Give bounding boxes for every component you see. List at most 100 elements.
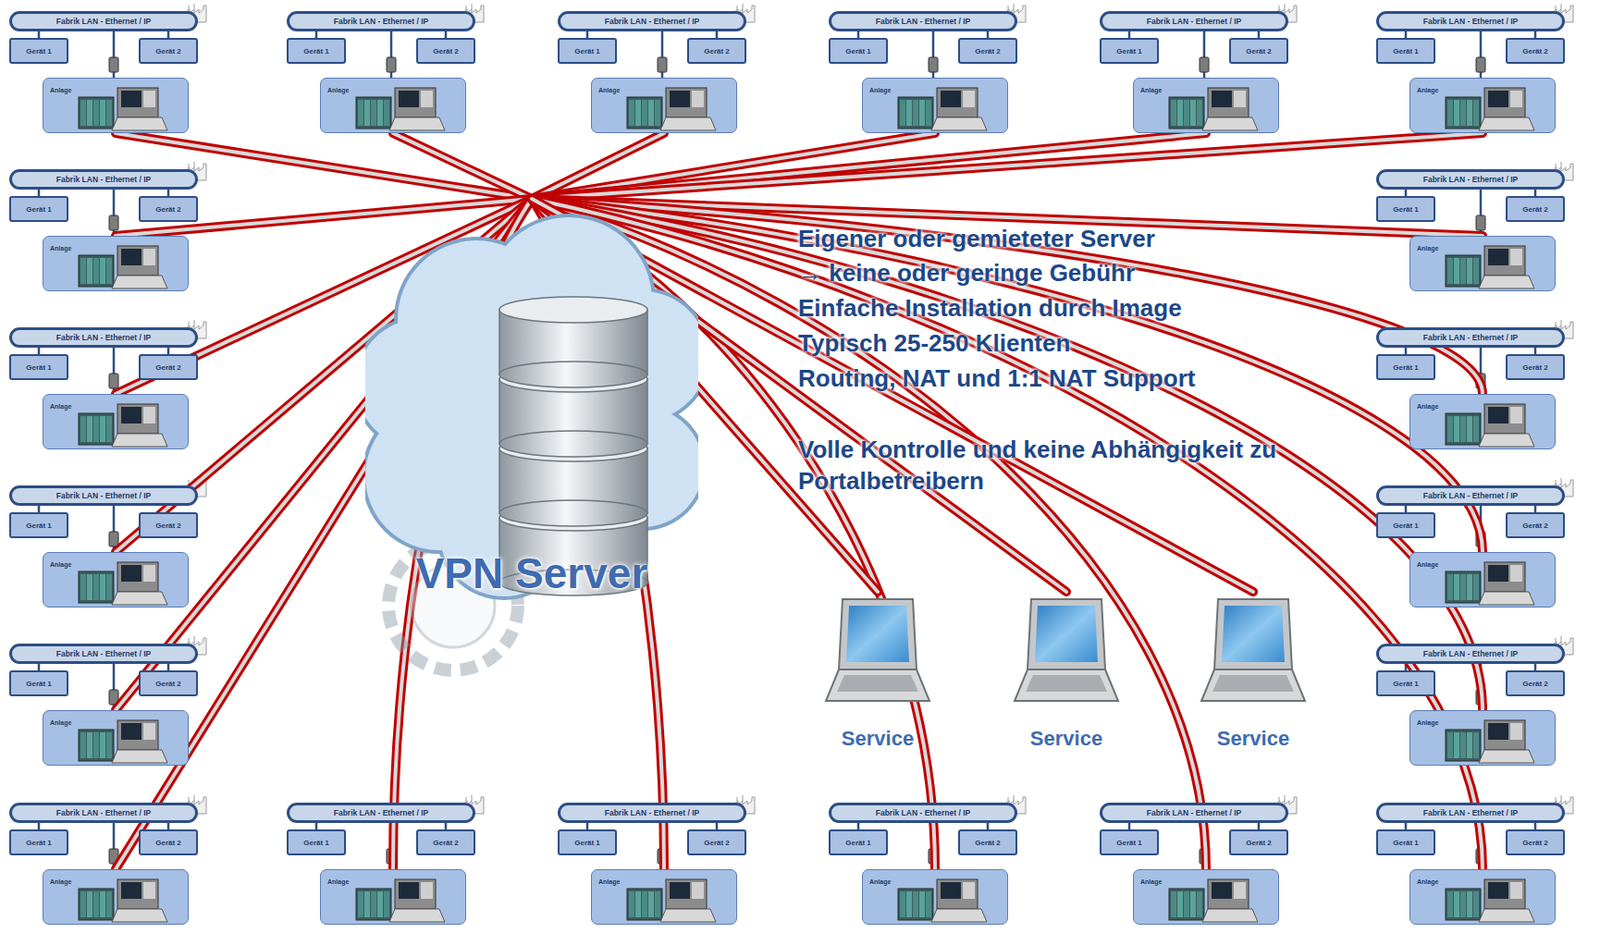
shape bbox=[899, 891, 906, 918]
lan-bar: Fabrik LAN - Ethernet / IP bbox=[557, 11, 747, 32]
shape bbox=[1207, 87, 1249, 118]
feature-note: Einfache Installation durch Image bbox=[798, 293, 1182, 325]
device-box: Gerät 2 bbox=[1505, 37, 1565, 64]
shape bbox=[912, 99, 919, 126]
stroke bbox=[1014, 669, 1119, 702]
device-label: Gerät 2 bbox=[1245, 838, 1272, 848]
device-label: Gerät 1 bbox=[1392, 363, 1419, 372]
device-box: Gerät 1 bbox=[1376, 670, 1436, 697]
stroke bbox=[931, 117, 987, 131]
plc-icon bbox=[1445, 255, 1481, 287]
feature-note: Routing, NAT und 1:1 NAT Support bbox=[798, 363, 1195, 395]
device-box: Gerät 1 bbox=[557, 829, 617, 856]
device-wire bbox=[587, 823, 717, 830]
stroke bbox=[1221, 605, 1285, 663]
shape bbox=[1484, 562, 1526, 592]
shape bbox=[635, 99, 641, 126]
device-label: Gerät 1 bbox=[303, 47, 330, 56]
plant-box: Anlage bbox=[1132, 869, 1280, 925]
router-symbol bbox=[109, 57, 119, 73]
shape bbox=[962, 90, 975, 108]
lan-label: Fabrik LAN - Ethernet / IP bbox=[56, 174, 152, 185]
shape bbox=[1447, 574, 1453, 601]
shape bbox=[143, 248, 156, 266]
shape bbox=[1488, 882, 1509, 899]
plc-icon bbox=[1445, 97, 1481, 129]
shape bbox=[143, 406, 156, 424]
plant-box: Anlage bbox=[1132, 77, 1280, 134]
service-laptop: Service bbox=[822, 591, 934, 759]
shape bbox=[1460, 99, 1466, 126]
device-label: Gerät 1 bbox=[25, 47, 52, 56]
shape bbox=[1453, 574, 1460, 601]
shape bbox=[78, 571, 114, 604]
device-box: Gerät 2 bbox=[138, 829, 198, 856]
lan-label: Fabrik LAN - Ethernet / IP bbox=[56, 332, 152, 343]
lan-bar: Fabrik LAN - Ethernet / IP bbox=[557, 802, 747, 824]
vpn-tunnel bbox=[393, 133, 532, 199]
shape bbox=[628, 891, 635, 918]
device-label: Gerät 1 bbox=[1392, 521, 1419, 530]
shape bbox=[1453, 732, 1460, 759]
plant-box: Anlage bbox=[861, 77, 1009, 134]
plant-box: Anlage bbox=[1409, 710, 1556, 766]
tunnel-core bbox=[531, 133, 1483, 199]
shape bbox=[121, 565, 142, 582]
device-label: Gerät 1 bbox=[574, 838, 601, 848]
shape bbox=[1183, 99, 1190, 126]
shape bbox=[117, 404, 159, 434]
shape bbox=[78, 255, 114, 287]
vpn-tunnel bbox=[531, 133, 1483, 199]
vpn-tunnel bbox=[531, 198, 1483, 711]
device-label: Gerät 1 bbox=[25, 838, 52, 848]
lan-bar: Fabrik LAN - Ethernet / IP bbox=[9, 327, 198, 348]
shape bbox=[898, 888, 934, 921]
stroke bbox=[1214, 599, 1293, 670]
plant-label: Anlage bbox=[1416, 245, 1439, 252]
shape bbox=[121, 882, 142, 899]
lan-label: Fabrik LAN - Ethernet / IP bbox=[1423, 808, 1519, 818]
plant-label: Anlage bbox=[49, 86, 72, 94]
shape bbox=[1177, 99, 1183, 126]
feature-note: Typisch 25-250 Klienten bbox=[798, 328, 1071, 360]
lan-label: Fabrik LAN - Ethernet / IP bbox=[56, 16, 152, 26]
device-box: Gerät 2 bbox=[1505, 196, 1565, 222]
shape bbox=[936, 87, 978, 118]
lan-bar: Fabrik LAN - Ethernet / IP bbox=[286, 802, 476, 824]
device-wire bbox=[38, 189, 169, 197]
device-wire bbox=[858, 823, 988, 830]
shape bbox=[121, 406, 142, 424]
device-label: Gerät 2 bbox=[1245, 47, 1272, 56]
shape bbox=[899, 99, 906, 126]
shape bbox=[1510, 90, 1523, 108]
plant-label: Anlage bbox=[1416, 561, 1439, 568]
service-label: Service bbox=[1197, 726, 1309, 751]
plc-icon bbox=[1445, 571, 1481, 604]
shape bbox=[1445, 729, 1481, 762]
shape bbox=[940, 882, 961, 899]
plant-label: Anlage bbox=[1416, 719, 1439, 727]
shape bbox=[1169, 97, 1205, 129]
server-label: VPN Server bbox=[365, 548, 699, 600]
stroke bbox=[111, 909, 168, 923]
shape bbox=[106, 99, 112, 126]
shape bbox=[919, 891, 925, 918]
lan-label: Fabrik LAN - Ethernet / IP bbox=[1423, 16, 1519, 26]
shape bbox=[398, 882, 419, 899]
device-wire bbox=[38, 347, 169, 355]
shape bbox=[1233, 90, 1246, 108]
device-wire bbox=[38, 31, 169, 38]
hmi-icon bbox=[1478, 879, 1535, 923]
shape bbox=[420, 90, 433, 108]
shape bbox=[906, 99, 912, 126]
device-label: Gerät 2 bbox=[1522, 679, 1549, 689]
shape bbox=[925, 891, 932, 918]
shape bbox=[1445, 571, 1481, 604]
cloud-icon bbox=[365, 213, 699, 601]
shape bbox=[356, 97, 392, 129]
shape bbox=[117, 87, 159, 118]
shape bbox=[78, 888, 114, 921]
shape bbox=[665, 879, 707, 910]
shape bbox=[1460, 258, 1466, 284]
